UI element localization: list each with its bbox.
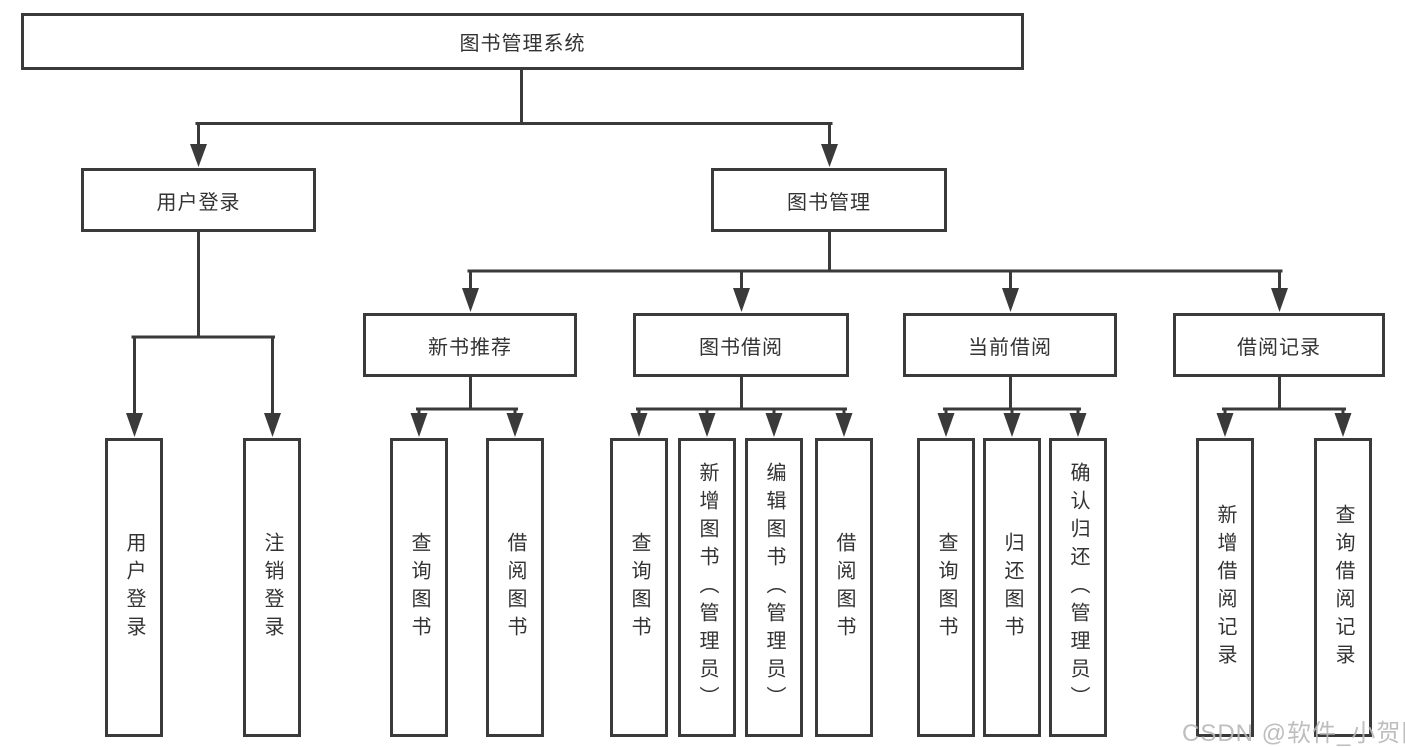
node-user-login: 用户登录 (81, 168, 316, 232)
leaf-confirm-return-admin: 确认归还（管理员） (1049, 438, 1107, 737)
leaf-user-login-label: 用户登录 (123, 531, 145, 644)
leaf-borrow-books-recommend: 借阅图书 (486, 438, 544, 737)
arrow-s2c2 (1069, 413, 1087, 437)
arrow-s3c1 (1334, 413, 1352, 437)
arrow-s0c0 (410, 413, 428, 437)
leaf-add-book-admin: 新增图书（管理员） (678, 438, 736, 737)
leaf-edit-book-admin: 编辑图书（管理员） (745, 438, 803, 737)
arrow-s3c0 (1216, 413, 1234, 437)
csdn-watermark: CSDN @软件_小贺同学 (1182, 720, 1405, 747)
node-book-borrowing: 图书借阅 (633, 313, 849, 377)
arrow-s1c3 (835, 413, 853, 437)
leaf-confirm-return-admin-label: 确认归还（管理员） (1067, 461, 1089, 714)
leaf-borrow-books-recommend-label: 借阅图书 (504, 531, 526, 644)
leaf-query-books-current-label: 查询图书 (935, 531, 957, 644)
node-book-management-label: 图书管理 (787, 191, 871, 214)
arrow-sec-2 (1002, 288, 1019, 312)
leaf-query-borrow-record: 查询借阅记录 (1314, 438, 1372, 737)
node-new-book-recommend: 新书推荐 (363, 313, 577, 377)
node-book-borrowing-label: 图书借阅 (699, 336, 783, 359)
arrow-book-mgmt (821, 144, 838, 167)
arrow-s1c1 (698, 413, 716, 437)
node-current-borrowing-label: 当前借阅 (968, 336, 1052, 359)
leaf-query-books-borrowing: 查询图书 (610, 438, 668, 737)
leaf-query-books-current: 查询图书 (917, 438, 975, 737)
leaf-return-books: 归还图书 (983, 438, 1041, 737)
node-borrowing-records: 借阅记录 (1173, 313, 1385, 377)
arrow-s2c0 (937, 413, 955, 437)
arrow-user-login (190, 144, 207, 167)
leaf-query-borrow-record-label: 查询借阅记录 (1332, 503, 1354, 672)
arrow-sec-1 (733, 288, 750, 312)
leaf-logout-label: 注销登录 (261, 531, 283, 644)
node-book-management: 图书管理 (711, 168, 947, 232)
arrow-s0c1 (506, 413, 524, 437)
leaf-query-books-recommend-label: 查询图书 (408, 531, 430, 644)
node-borrowing-records-label: 借阅记录 (1237, 336, 1321, 359)
node-library-system: 图书管理系统 (21, 13, 1024, 70)
node-user-login-label: 用户登录 (156, 191, 241, 214)
leaf-borrow-books-label: 借阅图书 (833, 531, 855, 644)
arrow-s1c2 (765, 413, 783, 437)
leaf-user-login: 用户登录 (105, 438, 163, 737)
leaf-query-books-recommend: 查询图书 (390, 438, 448, 737)
arrow-ul-1 (264, 413, 281, 437)
arrow-s2c1 (1003, 413, 1021, 437)
leaf-edit-book-admin-label: 编辑图书（管理员） (763, 461, 785, 714)
leaf-query-books-borrowing-label: 查询图书 (628, 531, 650, 644)
leaf-borrow-books: 借阅图书 (815, 438, 873, 737)
leaf-add-borrow-record-label: 新增借阅记录 (1214, 503, 1236, 672)
leaf-add-borrow-record: 新增借阅记录 (1196, 438, 1254, 737)
arrow-sec-0 (462, 288, 479, 312)
arrow-s1c0 (630, 413, 648, 437)
node-library-system-label: 图书管理系统 (459, 33, 586, 55)
node-new-book-recommend-label: 新书推荐 (428, 336, 512, 359)
arrow-ul-0 (126, 413, 143, 437)
node-current-borrowing: 当前借阅 (903, 313, 1117, 377)
leaf-return-books-label: 归还图书 (1001, 531, 1023, 644)
edge-drops-sec1 (637, 407, 846, 417)
arrow-sec-3 (1271, 288, 1288, 312)
leaf-logout: 注销登录 (243, 438, 301, 737)
leaf-add-book-admin-label: 新增图书（管理员） (696, 461, 718, 714)
